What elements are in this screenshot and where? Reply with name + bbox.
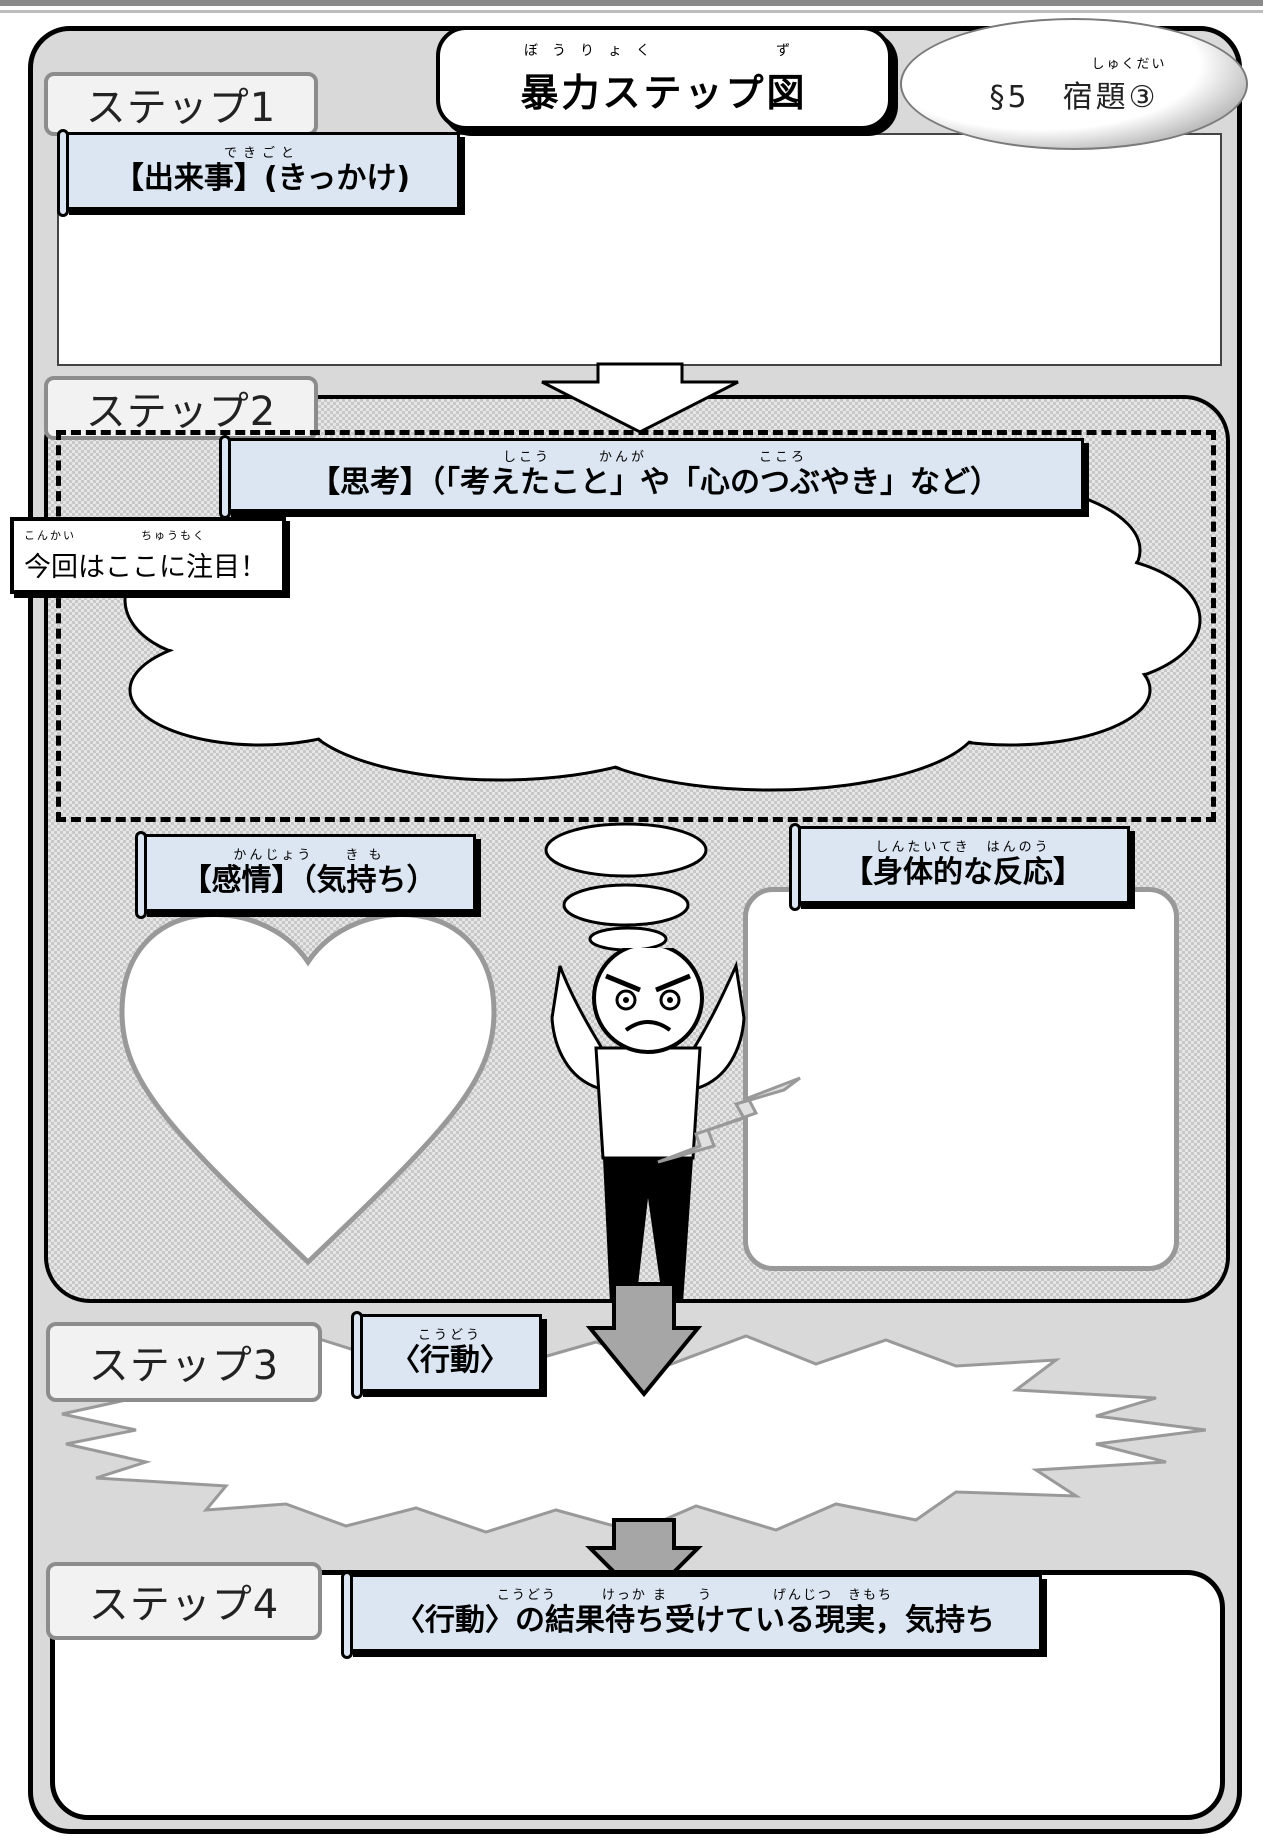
action-burst[interactable] bbox=[56, 1320, 1206, 1540]
thought-label: しこう かんが こころ 【思考】（「考えたこと」や「心のつぶやき」など） bbox=[219, 435, 1084, 519]
step2-tab: ステップ2 bbox=[44, 376, 318, 440]
thought-bubbles bbox=[544, 822, 708, 952]
emotion-label-text: 【感情】（気持ち） bbox=[181, 863, 437, 898]
event-label-text: 【出来事】(きっかけ) bbox=[113, 161, 411, 196]
scroll-roll bbox=[341, 1571, 353, 1659]
scroll-roll bbox=[135, 831, 147, 919]
emotion-label: かんじょう き も 【感情】（気持ち） bbox=[135, 831, 476, 919]
scroll-roll bbox=[789, 823, 801, 911]
emotion-ruby: かんじょう き も bbox=[233, 848, 385, 863]
action-label-text: 〈行動〉 bbox=[390, 1343, 510, 1378]
result-label: こうどう けっか ま う げんじつ きもち 〈行動〉の結果待ち受けている現実，気… bbox=[341, 1571, 1042, 1659]
step1-to-step2-arrow bbox=[541, 362, 739, 434]
event-ruby: できごと bbox=[223, 146, 300, 161]
page-title: 暴力ステップ図 bbox=[520, 70, 808, 115]
action-ruby: こうどう bbox=[417, 1328, 482, 1343]
scroll-roll bbox=[351, 1311, 363, 1399]
homework-badge: しゅくだい §5 宿題③ bbox=[900, 18, 1248, 150]
body-label-text: 【身体的な反応】 bbox=[843, 855, 1083, 890]
step2-to-step3-arrow bbox=[585, 1282, 703, 1398]
homework-ruby: しゅくだい bbox=[1091, 56, 1167, 72]
thought-cloud[interactable] bbox=[70, 440, 1210, 810]
event-label: できごと 【出来事】(きっかけ) bbox=[57, 129, 460, 217]
step1-tab: ステップ1 bbox=[44, 72, 318, 136]
worksheet-title-box: ぼうりょく ず 暴力ステップ図 bbox=[436, 26, 892, 130]
homework-label: §5 宿題③ bbox=[989, 79, 1159, 115]
thought-focus-frame bbox=[56, 430, 1216, 822]
title-ruby: ぼうりょく ず bbox=[524, 42, 804, 59]
angry-person-figure bbox=[550, 948, 801, 1303]
thought-label-text: 【思考】（「考えたこと」や「心のつぶやき」など） bbox=[310, 465, 1000, 500]
step4-tab: ステップ4 bbox=[46, 1562, 322, 1640]
body-reaction-label: しんたいてき はんのう 【身体的な反応】 bbox=[789, 823, 1130, 911]
focus-note-ruby: こんかい ちゅうもく bbox=[24, 529, 206, 542]
thought-ruby: しこう かんが こころ bbox=[502, 450, 807, 465]
step3-tab: ステップ3 bbox=[46, 1322, 322, 1402]
body-reaction-box[interactable] bbox=[743, 887, 1179, 1271]
focus-note-text: 今回はここに注目！ bbox=[24, 552, 267, 583]
top-rule-thin bbox=[0, 10, 1263, 13]
result-label-text: 〈行動〉の結果待ち受けている現実，気持ち bbox=[395, 1603, 995, 1638]
top-rule bbox=[0, 0, 1263, 6]
scroll-roll bbox=[57, 129, 69, 217]
result-ruby: こうどう けっか ま う げんじつ きもち bbox=[496, 1588, 894, 1603]
action-label: こうどう 〈行動〉 bbox=[351, 1311, 542, 1399]
scroll-roll bbox=[219, 435, 231, 519]
emotion-heart[interactable] bbox=[112, 902, 504, 1272]
focus-note: こんかい ちゅうもく 今回はここに注目！ bbox=[10, 517, 286, 594]
body-ruby: しんたいてき はんのう bbox=[875, 840, 1051, 855]
